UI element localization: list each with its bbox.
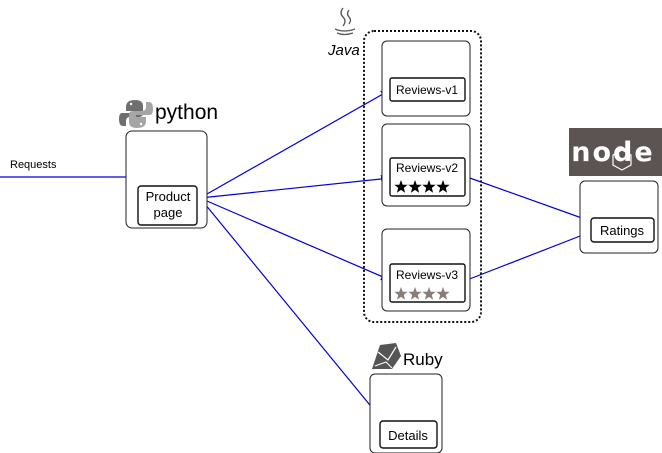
reviews-v1-service: Reviews-v1 xyxy=(381,40,471,117)
java-logo-text: Java xyxy=(327,42,360,59)
reviews-java-group xyxy=(363,30,482,323)
reviews-v3-service: Reviews-v3 xyxy=(381,228,471,312)
reviews-v2-star-icon xyxy=(408,180,422,193)
arrow-reviews-v2-to-ratings xyxy=(466,176,594,223)
details-box[interactable] xyxy=(379,420,438,449)
reviews-v3-star-icon xyxy=(422,287,436,300)
node-js-hexagon-icon xyxy=(612,149,632,171)
arrow-productpage-to-reviews-v1 xyxy=(199,89,391,199)
details-label: Details xyxy=(388,428,428,443)
requests-label: Requests xyxy=(10,159,57,171)
ruby-logo-text: Ruby xyxy=(403,350,443,369)
productpage-service: Product page xyxy=(125,130,208,229)
ratings-label: Ratings xyxy=(600,223,645,238)
reviews-v1-box[interactable] xyxy=(389,77,466,102)
reviews-v3-star-icon xyxy=(408,287,422,300)
reviews-v2-label: Reviews-v2 xyxy=(396,161,458,175)
python-logo: python xyxy=(119,100,218,128)
reviews-v3-star-icon xyxy=(436,287,450,300)
java-cup-icon xyxy=(334,7,356,36)
java-logo: Java xyxy=(327,7,360,59)
details-service: Details xyxy=(369,373,443,453)
ratings-box[interactable] xyxy=(590,217,655,243)
arrow-reviews-v3-to-ratings xyxy=(466,230,594,281)
ruby-gem-icon xyxy=(372,343,401,369)
ratings-service: Ratings xyxy=(579,180,659,254)
productpage-label-line2: page xyxy=(154,205,183,220)
reviews-v2-star-icon xyxy=(394,180,408,193)
reviews-v2-star-icon xyxy=(422,180,436,193)
productpage-box[interactable] xyxy=(137,185,198,226)
reviews-v2-star-icon xyxy=(436,180,450,193)
reviews-v2-stars xyxy=(394,180,450,193)
productpage-label-line1: Product xyxy=(146,189,191,204)
reviews-v2-service: Reviews-v2 xyxy=(381,123,471,207)
python-snake-icon xyxy=(119,100,153,128)
node-logo-text: node xyxy=(571,137,654,168)
arrows xyxy=(0,89,594,422)
ruby-logo: Ruby xyxy=(372,343,443,369)
arrow-productpage-to-reviews-v2 xyxy=(199,174,391,199)
node-logo-background xyxy=(569,128,662,176)
reviews-v3-label: Reviews-v3 xyxy=(396,268,458,282)
reviews-v1-label: Reviews-v1 xyxy=(396,83,458,97)
python-logo-text: python xyxy=(155,101,218,124)
arrow-productpage-to-reviews-v3 xyxy=(199,197,391,281)
node-logo: node xyxy=(569,128,662,176)
reviews-v3-star-icon xyxy=(394,287,408,300)
arrow-productpage-to-details xyxy=(199,197,384,422)
reviews-v3-stars xyxy=(394,287,450,300)
